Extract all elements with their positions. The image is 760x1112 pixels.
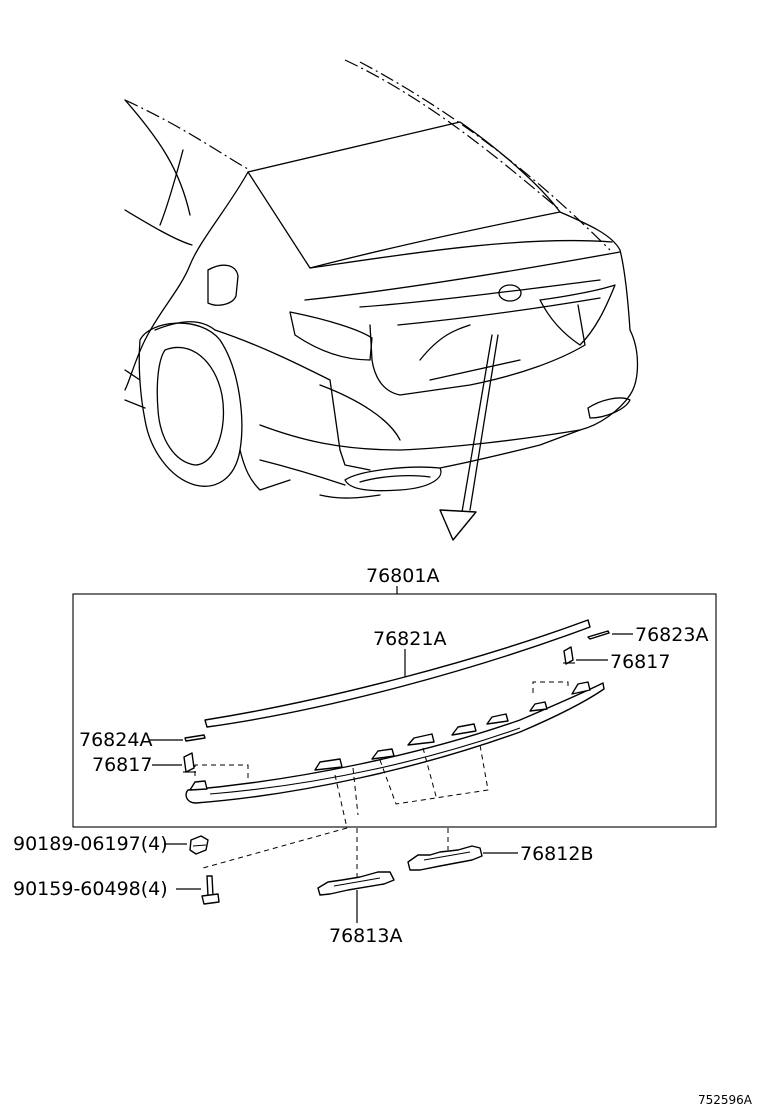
molding-strip: [204, 619, 591, 728]
label-90159-60498: 90159-60498(4): [13, 878, 168, 900]
garnish-body: [185, 682, 605, 804]
label-76812B: 76812B: [520, 843, 593, 865]
bracket-76812B: [407, 845, 483, 871]
label-76821A: 76821A: [373, 628, 446, 650]
label-76813A: 76813A: [329, 925, 402, 947]
label-76817-left: 76817: [92, 754, 152, 776]
label-90189-06197: 90189-06197(4): [13, 833, 168, 855]
label-76801A: 76801A: [366, 565, 439, 587]
illustration-number: 752596A: [698, 1093, 753, 1107]
label-76824A: 76824A: [79, 729, 152, 751]
label-76823A: 76823A: [635, 624, 708, 646]
car-rear-illustration: [124, 59, 639, 541]
label-76817-right: 76817: [610, 651, 670, 673]
assembly-box: [72, 593, 717, 828]
bracket-76813A: [317, 871, 395, 896]
